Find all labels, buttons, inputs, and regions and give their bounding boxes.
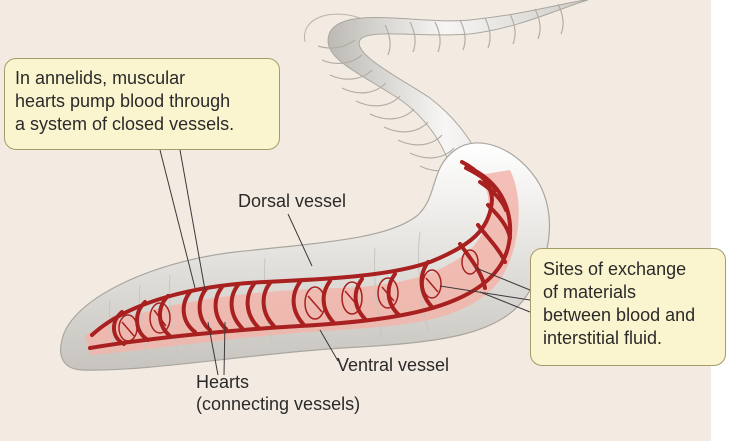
exchange-sites-callout: Sites of exchange of materials between b…: [530, 248, 726, 366]
hearts-label-line: (connecting vessels): [196, 394, 361, 414]
callout-line: a system of closed vessels.: [15, 114, 235, 134]
heart-vessel: [229, 283, 244, 330]
hearts-label-line: Hearts: [196, 372, 250, 392]
capillary-networks: [118, 249, 479, 342]
worm-tail-segments: [317, 3, 564, 172]
dorsal-vessel-line: [90, 160, 495, 337]
callout-line: hearts pump blood through: [15, 91, 231, 111]
callout-line: In annelids, muscular: [15, 68, 186, 88]
internal-tissue: [85, 170, 519, 355]
ventral-vessel-line: [88, 166, 513, 350]
callout-line: between blood and: [543, 305, 696, 325]
leader-lines: [159, 149, 531, 376]
ventral-vessel-label: Ventral vessel: [337, 355, 450, 375]
annelids-callout: In annelids, muscular hearts pump blood …: [4, 58, 280, 150]
dorsal-vessel-label: Dorsal vessel: [238, 191, 347, 211]
hearts-label: Hearts (connecting vessels): [196, 371, 360, 415]
body-segments: [109, 231, 429, 363]
callout-line: of materials: [543, 282, 637, 302]
callout-line: Sites of exchange: [543, 259, 687, 279]
heart-vessel: [245, 282, 260, 329]
heart-vessel: [197, 287, 212, 332]
circulatory-system: [88, 160, 513, 350]
heart-vessel: [181, 290, 197, 334]
heart-vessel: [213, 285, 228, 331]
callout-line: interstitial fluid.: [543, 328, 663, 348]
heart-vessel: [261, 281, 276, 328]
